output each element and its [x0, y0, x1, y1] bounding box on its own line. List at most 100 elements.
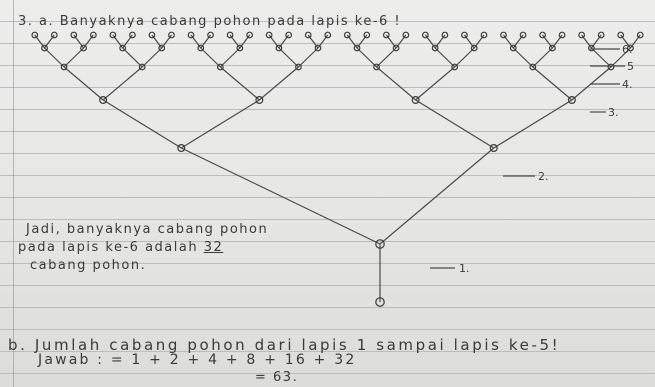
tree-node: [50, 31, 58, 39]
layer-label-2: 2.: [538, 170, 549, 183]
tree-node: [558, 31, 566, 39]
tree-node: [480, 31, 488, 39]
tree-node: [226, 31, 234, 39]
tree-branch: [532, 66, 573, 101]
tree-node: [461, 31, 468, 39]
tree-node: [363, 31, 371, 39]
tree-node: [89, 31, 97, 39]
tree-node: [80, 44, 87, 52]
tree-node: [529, 63, 537, 71]
tree-branch: [590, 47, 612, 68]
tree-branch: [219, 66, 260, 101]
question-a-heading: 3. a. Banyaknya cabang pohon pada lapis …: [18, 14, 402, 29]
tree-branch: [379, 147, 495, 245]
tree-node: [548, 44, 556, 52]
tree-branch: [493, 99, 573, 149]
tree-node: [421, 31, 429, 39]
tree-node: [275, 44, 283, 52]
tree-branch: [219, 47, 241, 68]
tree-branch: [180, 147, 381, 245]
tree-branch: [102, 66, 143, 101]
tree-node: [617, 31, 625, 39]
tree-branch: [141, 47, 163, 68]
tree-node: [158, 44, 166, 52]
layer-label-4: 4.: [622, 78, 633, 91]
tree-node: [41, 44, 48, 52]
question-b-heading: b. Jumlah cabang pohon dari lapis 1 samp…: [8, 336, 561, 354]
tree-node: [353, 44, 361, 52]
tree-branch: [102, 99, 182, 149]
tree-node: [285, 31, 293, 39]
tree-branch: [44, 47, 65, 68]
tree-branch: [376, 47, 397, 68]
tree-node: [119, 44, 127, 52]
tree-node: [470, 44, 478, 52]
tree-branch: [180, 99, 260, 149]
tree-branch: [415, 66, 456, 101]
tree-node: [265, 31, 273, 39]
tree-node: [451, 63, 459, 71]
tree-node: [295, 63, 302, 71]
tree-node: [392, 44, 400, 52]
tree-node: [567, 95, 576, 104]
conclusion-line-2-text: pada lapis ke-6 adalah: [18, 240, 199, 255]
tree-node: [324, 31, 332, 39]
tree-branch: [122, 47, 143, 68]
tree-branch: [278, 47, 299, 68]
answer-b-line-1: Jawab : = 1 + 2 + 4 + 8 + 16 + 32: [38, 352, 357, 368]
tree-branch: [454, 47, 475, 68]
tree-node: [109, 31, 117, 39]
tree-node: [314, 44, 322, 52]
tree-node: [31, 31, 39, 39]
tree-node: [636, 31, 644, 39]
tree-branch: [610, 47, 631, 68]
tree-node: [500, 31, 507, 39]
tree-node: [70, 31, 78, 39]
tree-node: [597, 31, 605, 39]
tree-node: [402, 31, 410, 39]
tree-branch: [434, 47, 456, 68]
tree-node: [627, 44, 634, 52]
tree-branch: [512, 47, 534, 68]
conclusion-line-1: Jadi, banyaknya cabang pohon: [26, 222, 269, 237]
tree-node: [197, 44, 205, 52]
tree-branch: [298, 47, 319, 68]
tree-node: [187, 31, 195, 39]
tree-node: [441, 31, 449, 39]
tree-node: [382, 31, 390, 39]
answer-b-line-2: = 63.: [255, 370, 299, 385]
tree-node: [177, 144, 186, 153]
tree-branch: [415, 99, 495, 149]
conclusion-answer: 32: [203, 240, 224, 255]
tree-node: [373, 63, 380, 71]
tree-node: [578, 31, 586, 39]
tree-node: [216, 63, 224, 71]
tree-node: [607, 63, 615, 71]
tree-node: [304, 31, 312, 39]
tree-node: [207, 31, 214, 39]
layer-label-6: 6.: [622, 43, 633, 56]
tree-node: [539, 31, 546, 39]
tree-node: [255, 95, 264, 104]
tree-branch: [356, 47, 377, 68]
tree-node: [60, 63, 68, 71]
tree-node: [138, 63, 146, 71]
tree-node: [168, 31, 175, 39]
tree-node: [375, 297, 385, 307]
tree-node: [588, 44, 595, 52]
tree-node: [431, 44, 439, 52]
tree-node: [236, 44, 244, 52]
tree-node: [489, 144, 498, 153]
layer-label-5: 5: [627, 60, 634, 73]
tree-branch: [532, 47, 553, 68]
margin-line: [13, 0, 14, 387]
tree-node: [343, 31, 351, 39]
layer-label-3: 3.: [608, 106, 619, 119]
tree-node: [509, 44, 517, 52]
tree-branch: [200, 47, 221, 68]
conclusion-line-2: pada lapis ke-6 adalah 32: [18, 240, 223, 255]
tree-node: [411, 95, 420, 104]
conclusion-line-3: cabang pohon.: [30, 258, 147, 273]
